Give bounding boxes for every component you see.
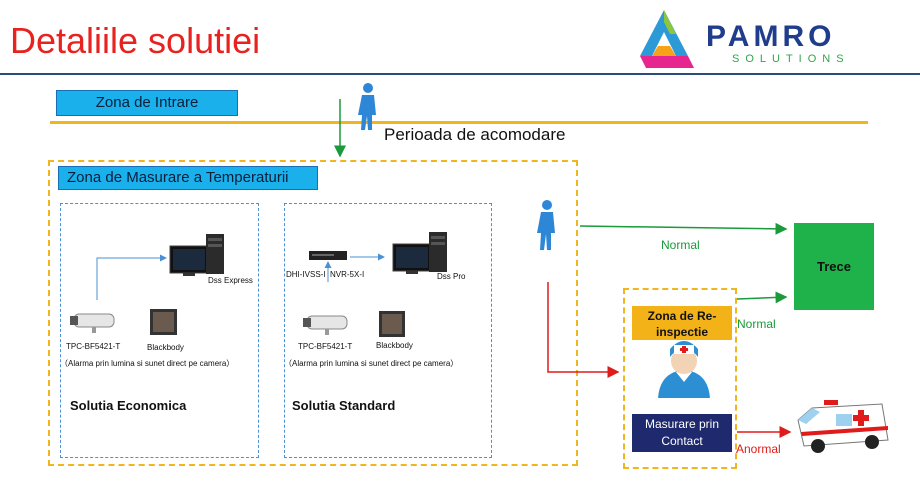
normal-label: Normal (737, 317, 776, 331)
economic-server-label: Dss Express (208, 276, 253, 285)
reinspect-normal-arrow (736, 291, 788, 304)
abnormal-to-reinspect-arrow (547, 282, 620, 378)
standard-camera-label: TPC-BF5421-T (298, 342, 353, 351)
economic-blackbody-label: Blackbody (147, 343, 184, 352)
person-walking-icon (537, 200, 555, 250)
measurement-zone-label: Zona de Masurare a Temperaturii (58, 166, 318, 190)
thermal-camera-icon (70, 313, 115, 333)
entry-zone-label: Zona de Intrare (56, 90, 238, 116)
header-divider (0, 73, 920, 75)
logo-tagline: SOLUTIONS (732, 53, 850, 65)
nvr-device-icon (309, 251, 347, 260)
standard-solution-zone (284, 203, 492, 458)
accommodation-label: Perioada de acomodare (384, 125, 566, 144)
server-computer-icon (392, 232, 447, 274)
standard-server-label: Dss Pro (437, 272, 466, 281)
economic-alarm-note: （Alarma prin lumina si sunet direct pe c… (60, 359, 235, 368)
reinspection-zone (623, 288, 737, 469)
normal-label: Normal (661, 238, 700, 252)
thermal-camera-icon (303, 315, 348, 335)
page-title: Detaliile solutiei (10, 20, 261, 61)
blackbody-icon (379, 311, 405, 337)
pamro-logo: PAMRO SOLUTIONS (636, 6, 906, 72)
entry-boundary-line (50, 121, 868, 124)
normal-pass-arrow (579, 222, 788, 235)
abnormal-label: Anormal (736, 442, 781, 456)
reinspection-label: Zona de Re-inspectie (632, 306, 732, 340)
standard-blackbody-label: Blackbody (376, 341, 413, 350)
pass-box: Trece (794, 223, 874, 310)
measurement-zone (48, 160, 578, 466)
nurse-icon (658, 341, 710, 398)
standard-solution-title: Solutia Standard (292, 398, 396, 413)
economic-solution-zone (60, 203, 259, 458)
logo-graphic: PAMRO SOLUTIONS (640, 10, 850, 68)
contact-measurement-box: Masurare prin Contact (632, 414, 732, 452)
economic-camera-label: TPC-BF5421-T (66, 342, 121, 351)
standard-recorder-label-1: DHI-IVSS-I (286, 270, 326, 279)
server-computer-icon (169, 234, 224, 276)
blackbody-icon (150, 309, 177, 335)
person-walking-icon (358, 83, 376, 130)
camera-to-server-line (96, 254, 167, 300)
standard-alarm-note: （Alarma prin lumina si sunet direct pe c… (284, 359, 459, 368)
economic-solution-title: Solutia Economica (70, 398, 187, 413)
ambulance-icon (797, 400, 889, 453)
standard-recorder-label-2: NVR-5X-I (330, 270, 365, 279)
logo-wordmark: PAMRO (706, 20, 835, 53)
